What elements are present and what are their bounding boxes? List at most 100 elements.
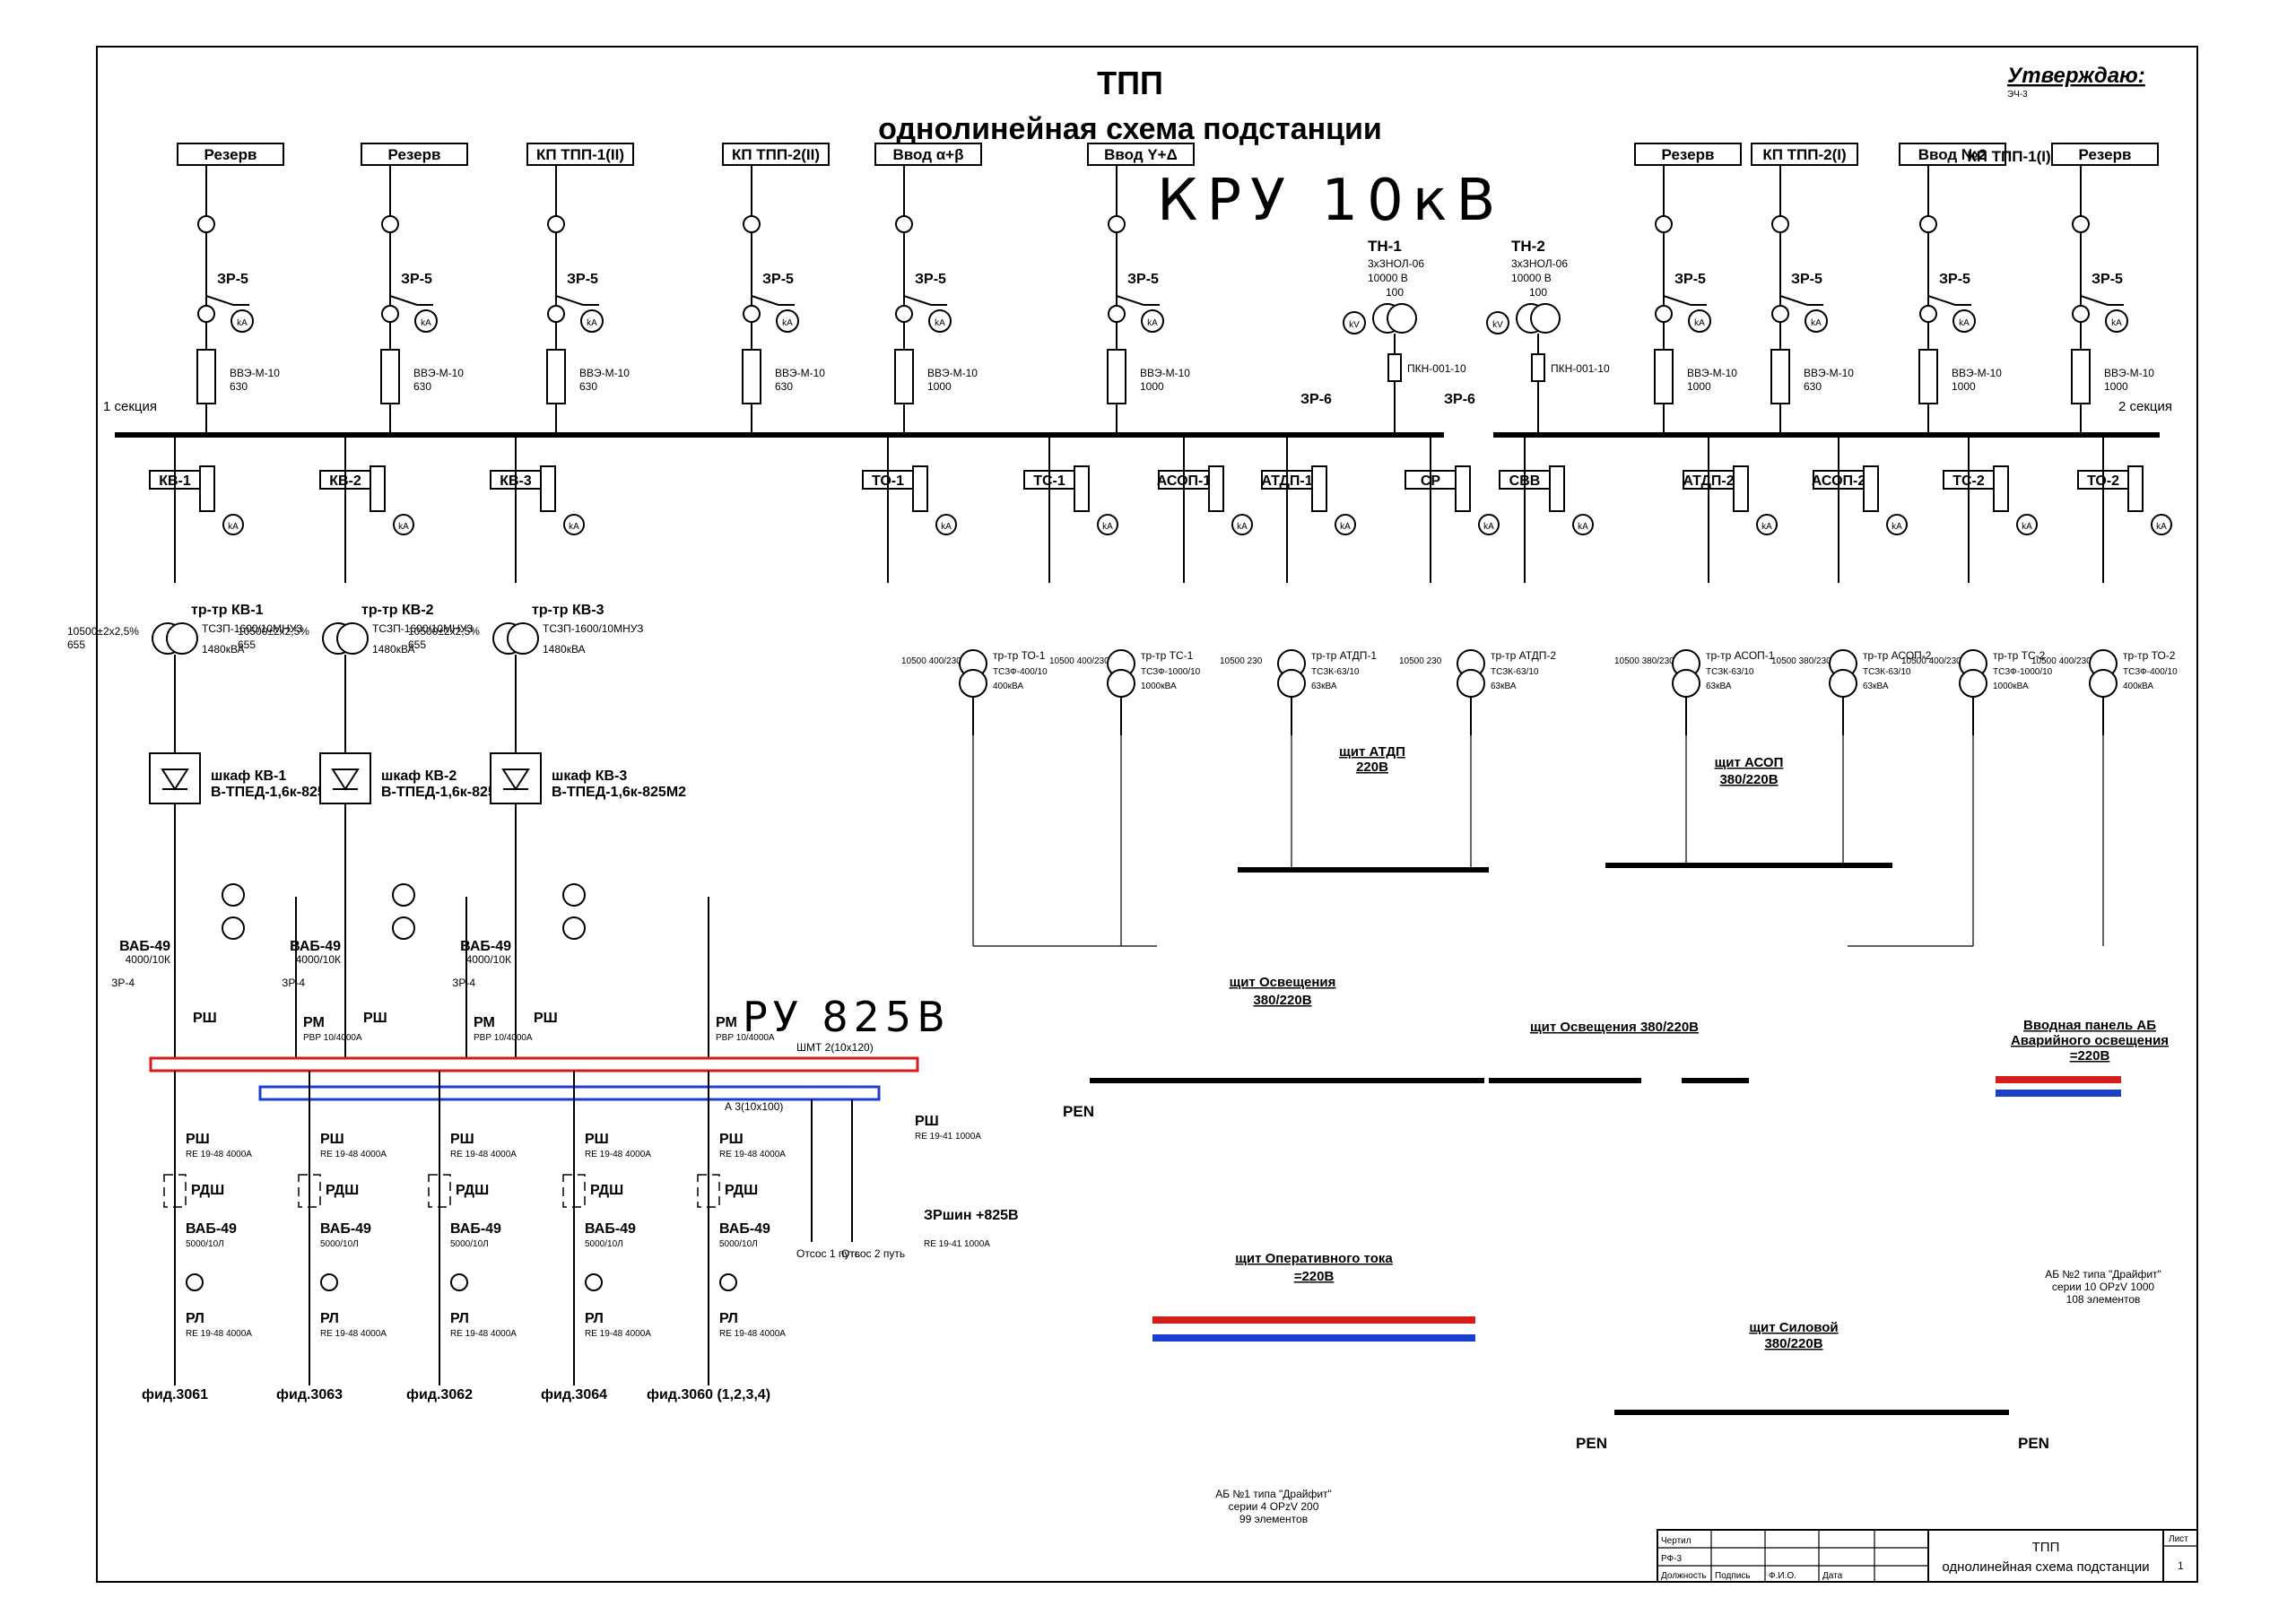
breaker-label: ВВЭ-М-10 (1140, 367, 1190, 379)
breaker-symbol (2127, 465, 2144, 512)
feeder-label: КП ТПП-2(II) (732, 146, 820, 163)
vab-out-rating: 5000/10Л (719, 1239, 758, 1249)
breaker-symbol (1549, 465, 1565, 512)
ammeter-icon (935, 514, 957, 535)
ab1-count: 99 элементов (1239, 1513, 1308, 1525)
ammeter-glyph: kA (1578, 522, 1588, 532)
ammeter-glyph: kA (398, 522, 409, 532)
section-2-label: 2 секция (2118, 399, 2172, 414)
feeder-label: Ввод №2 (1918, 146, 1987, 163)
ammeter-glyph: kA (2156, 522, 2167, 532)
ab1-series: серии 4 OPzV 200 (1229, 1500, 1319, 1513)
feeder-label-box (2051, 143, 2159, 166)
ammeter-glyph: kA (228, 522, 239, 532)
vt-earth-switch: ЗР-6 (1300, 392, 1332, 407)
voltmeter-glyph: kV (1492, 320, 1503, 330)
top-feeder-cells: РезервВВЭ-М-10630kAЗР-5РезервВВЭ-М-10630… (177, 143, 2159, 435)
breaker-symbol (540, 465, 556, 512)
transformer-power: 1480кВА (543, 643, 586, 656)
rectifier-label: шкаф КВ-1 (211, 769, 286, 784)
transformer-winding (959, 669, 987, 698)
ammeter-icon (562, 883, 586, 907)
ammeter-icon (393, 514, 414, 535)
zrshin-rating: RE 19-41 1000А (924, 1239, 990, 1249)
aux-transformer-label: тр-тр ТС-1 (1141, 649, 1194, 662)
breaker-rating: 1000 (927, 380, 952, 393)
ammeter-icon (928, 309, 952, 333)
ammeter-glyph: kA (1694, 318, 1705, 328)
ct-symbol (895, 215, 913, 233)
aux-transformer-type: ТСЗК-63/10 (1311, 667, 1360, 677)
rdsh-label: РДШ (456, 1183, 489, 1198)
ammeter-glyph: kA (935, 318, 945, 328)
aux-transformer-label: тр-тр ТО-2 (2123, 649, 2176, 662)
transformer-winding (2089, 669, 2118, 698)
breaker-symbol (1863, 465, 1879, 512)
feeder-out-label: фид.3060 (1,2,3,4) (647, 1387, 770, 1403)
rm-label: РМ (716, 1015, 737, 1030)
stamp-checked: Чертил (1661, 1536, 1692, 1546)
aux-transformer-power: 63кВА (1491, 682, 1517, 691)
rl-rating: RE 19-48 4000А (719, 1329, 786, 1339)
ammeter-icon (222, 514, 244, 535)
rsh-label: РШ (320, 1132, 344, 1147)
ammeter-glyph: kA (1811, 318, 1822, 328)
ammeter-glyph: kA (1147, 318, 1158, 328)
section-1-label: 1 секция (103, 399, 157, 414)
breaker-symbol (894, 349, 914, 404)
ammeter-icon (1952, 309, 1976, 333)
ammeter-glyph: kA (587, 318, 597, 328)
breaker-rating: 630 (413, 380, 431, 393)
breaker-symbol (1993, 465, 2009, 512)
oper-negative-bus (1152, 1334, 1475, 1342)
voltmeter-icon (562, 916, 586, 940)
breaker-symbol (380, 349, 400, 404)
rdsh-label: РДШ (326, 1183, 359, 1198)
pen-label-1: PEN (1063, 1103, 1094, 1120)
stamp-name: однолинейная схема подстанции (1942, 1559, 2149, 1575)
voltmeter-icon (222, 916, 245, 940)
osv-voltage: 380/220В (1253, 993, 1311, 1008)
aux-transformer-ratio: 10500 400/230 (1901, 656, 1961, 666)
zr4-label: ЗР-4 (111, 977, 135, 989)
ammeter-icon (222, 883, 245, 907)
ct-symbol (743, 215, 761, 233)
aux-transformer-power: 1000кВА (1993, 682, 2029, 691)
vt-earth-switch: ЗР-6 (1444, 392, 1475, 407)
breaker-symbol (912, 465, 928, 512)
ammeter-glyph: kA (1237, 522, 1248, 532)
vt-winding (1387, 303, 1417, 334)
earth-switch-label: ЗР-5 (1674, 272, 1706, 287)
feeder-out-label: фид.3063 (276, 1387, 343, 1403)
ammeter-icon (776, 309, 799, 333)
transformer-ratio2: 655 (238, 638, 256, 651)
feeder-label-box (361, 143, 468, 166)
transformer-label: тр-тр КВ-2 (361, 603, 434, 618)
aux-transformer-ratio: 10500 230 (1220, 656, 1263, 666)
ammeter-icon (230, 309, 254, 333)
rl-label: РЛ (186, 1311, 204, 1326)
fuse-symbol (1387, 353, 1402, 382)
feeder-label: Резерв (1662, 146, 1715, 163)
osv-title: щит Освещения (1230, 975, 1336, 990)
vab-label: ВАБ-49 (290, 939, 341, 954)
rm-label: РМ (474, 1015, 495, 1030)
breaker-label: ВВЭ-М-10 (2104, 367, 2154, 379)
rsh-label: РШ (585, 1132, 609, 1147)
feeder-label-box (1087, 143, 1195, 166)
ammeter-icon (320, 1273, 338, 1291)
earth-switch-label: ЗР-5 (915, 272, 946, 287)
breaker-label: ВВЭ-М-10 (1952, 367, 2002, 379)
stamp-field-4: Дата (1822, 1571, 1843, 1581)
asop-title: щит АСОП (1715, 755, 1784, 770)
ammeter-icon (580, 309, 604, 333)
transformer-winding (1672, 669, 1700, 698)
breaker-symbol (742, 349, 761, 404)
rectifier-type: В-ТПЕД-1,6к-825М2 (381, 785, 516, 800)
breaker-symbol (1311, 465, 1327, 512)
feeder-label: Резерв (388, 146, 441, 163)
vt-label: ТН-2 (1511, 238, 1545, 255)
pen-label-2: PEN (1576, 1435, 1607, 1452)
breaker-symbol (2071, 349, 2091, 404)
